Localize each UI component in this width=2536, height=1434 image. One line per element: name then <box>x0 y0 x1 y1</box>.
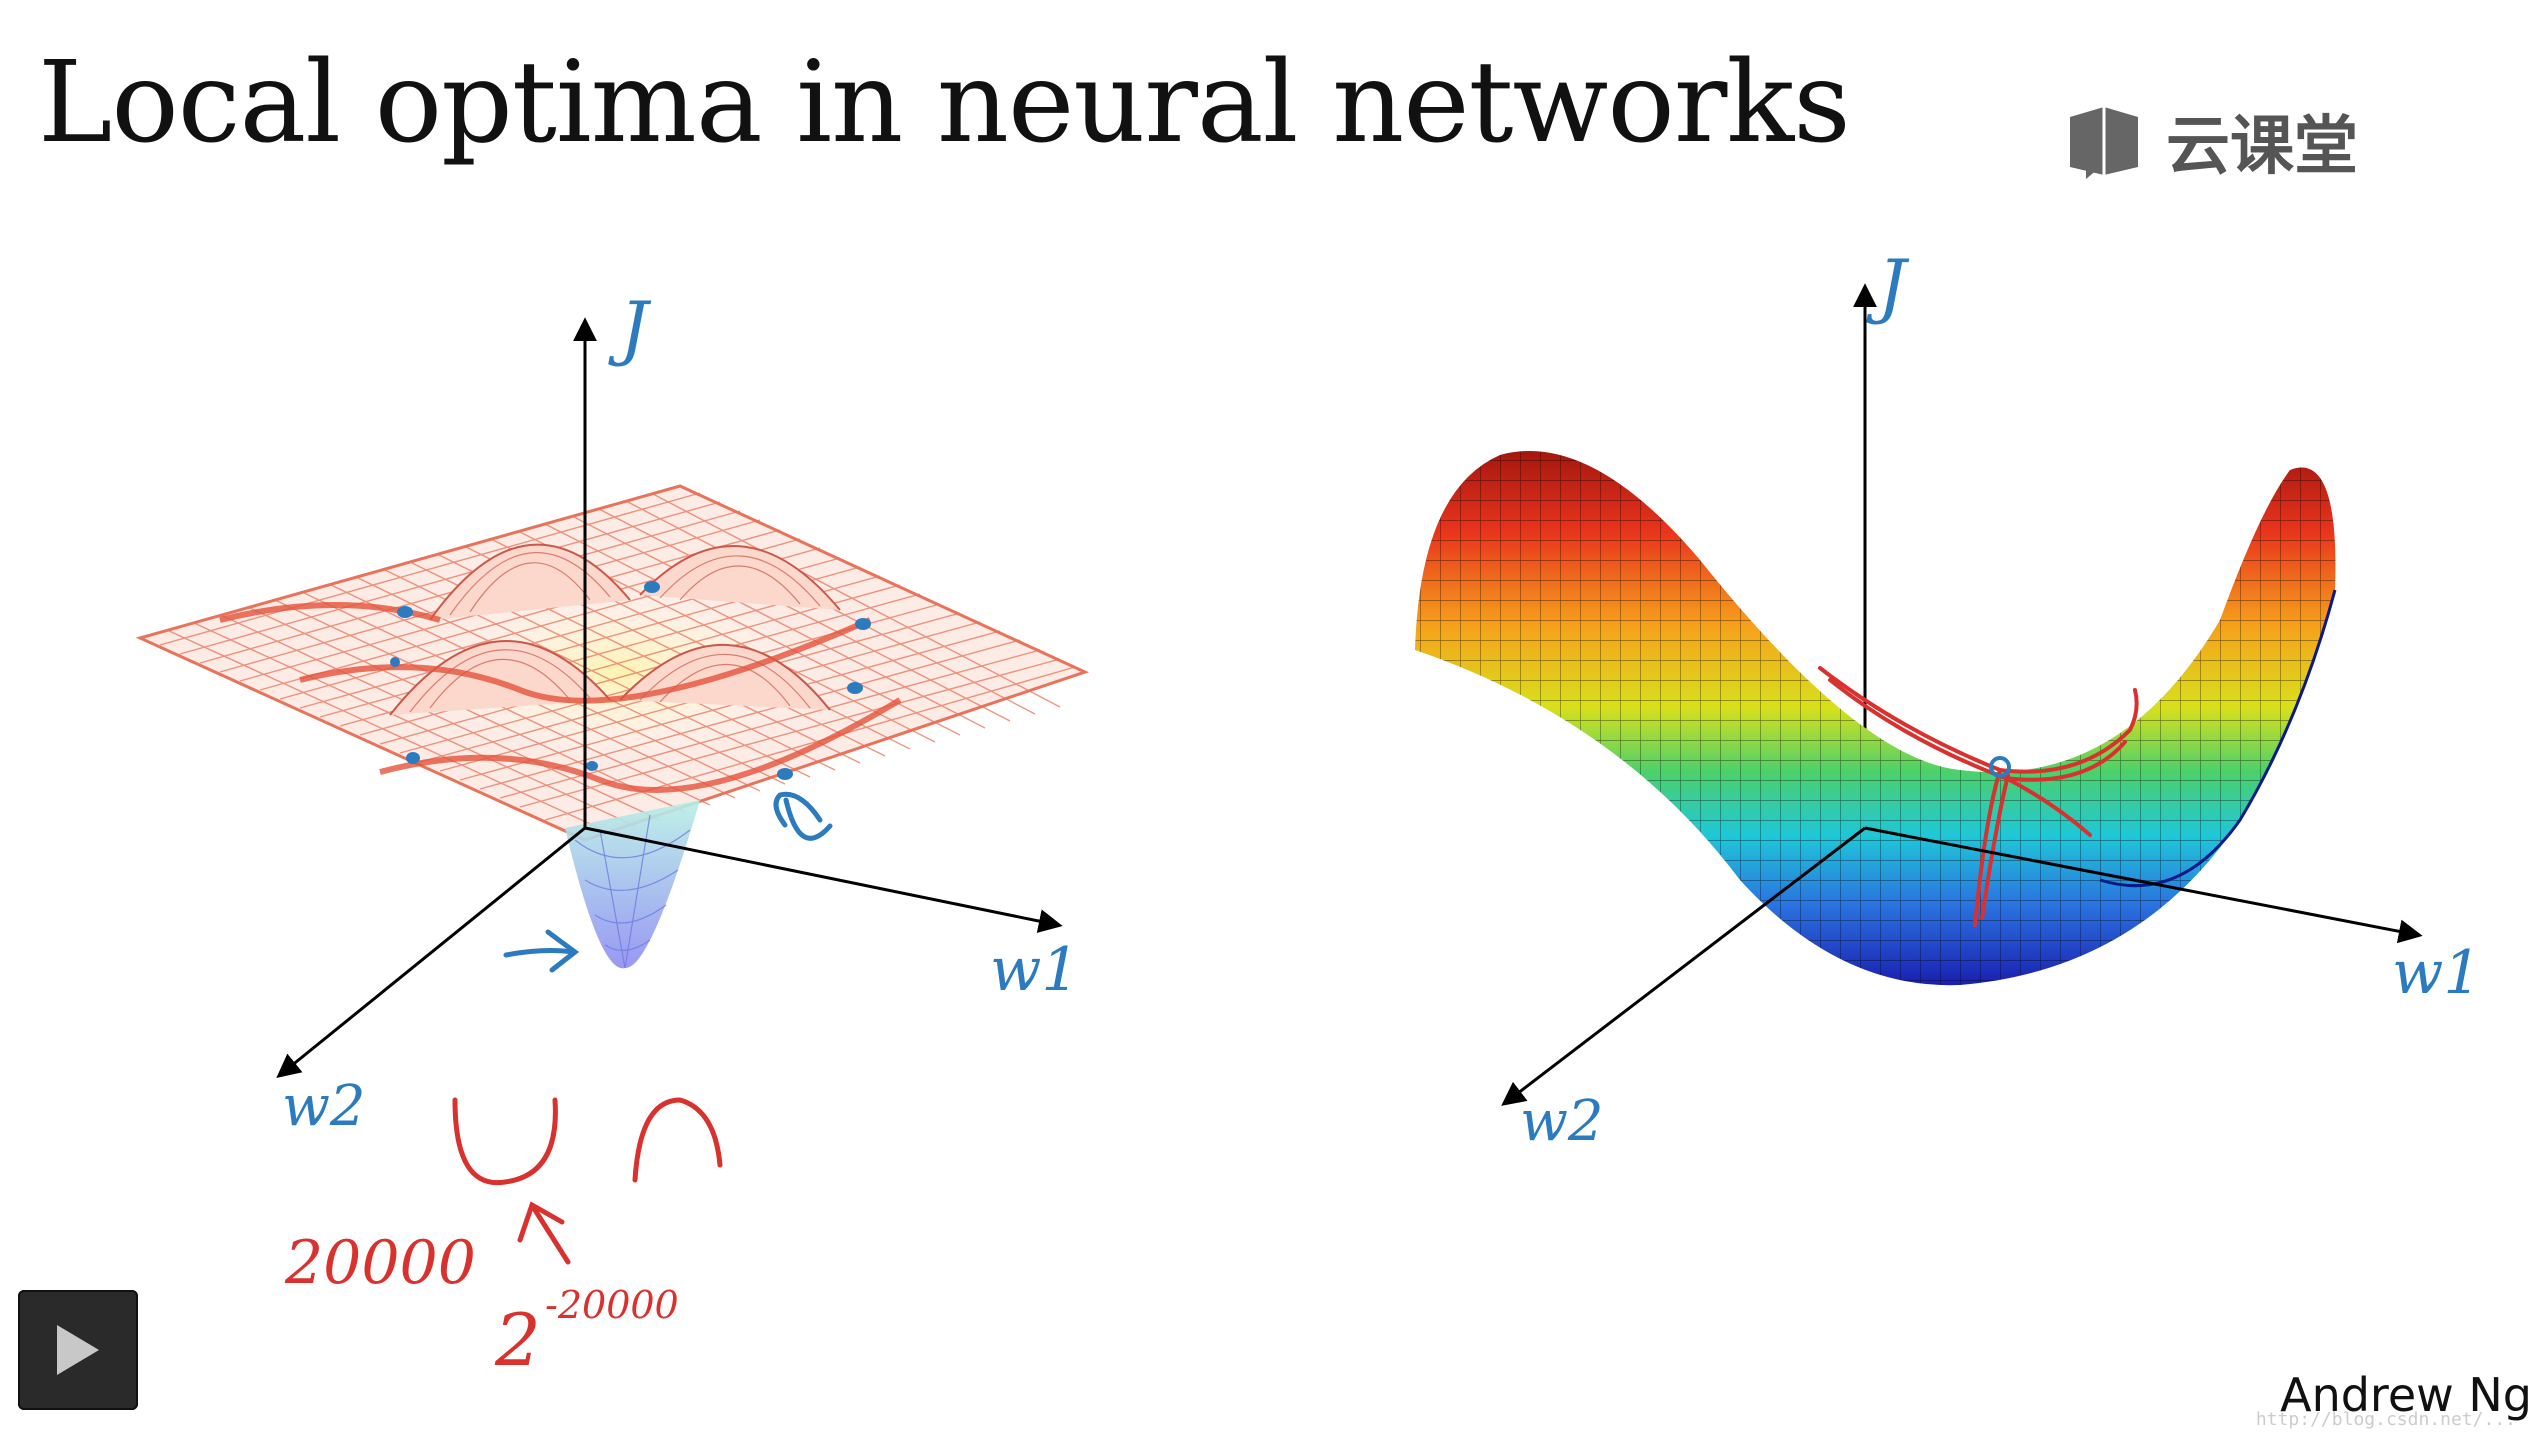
concave-sketch <box>632 1097 723 1183</box>
play-icon <box>57 1325 99 1375</box>
logo-text: 云课堂 <box>2166 110 2358 184</box>
annotation-prob-base: 2 <box>494 1298 541 1382</box>
slide-title: Local optima in neural networks <box>38 38 1851 168</box>
right-axes-front <box>1501 826 2423 1106</box>
left-ink-arrows <box>503 791 833 973</box>
right-axis-label-j: J <box>1866 245 1910 327</box>
author-name: Andrew Ng <box>2280 1368 2532 1422</box>
left-plot: J w1 w2 20000 2 -20000 <box>135 287 1090 1382</box>
left-axes <box>276 317 1063 1079</box>
mesh-surface <box>135 484 1090 842</box>
left-axis-label-w2: w2 <box>282 1074 366 1139</box>
convex-sketch <box>452 1097 558 1186</box>
annotation-dimension: 20000 <box>284 1228 476 1298</box>
logo: 云课堂 <box>2064 96 2358 186</box>
sketch-arrow <box>532 1207 571 1265</box>
right-axis-label-w2: w2 <box>1520 1089 1604 1154</box>
play-button[interactable] <box>18 1290 138 1410</box>
left-axis-label-w1: w1 <box>990 935 1080 1005</box>
global-minimum-well <box>565 800 700 969</box>
right-axis-label-w1: w1 <box>2392 938 2482 1008</box>
annotation-prob-exponent: -20000 <box>545 1283 679 1327</box>
red-sketches <box>452 1097 723 1265</box>
saddle-surface <box>1415 450 2337 986</box>
book-icon <box>2070 107 2138 179</box>
watermark: http://blog.csdn.net/... <box>2255 1409 2516 1430</box>
